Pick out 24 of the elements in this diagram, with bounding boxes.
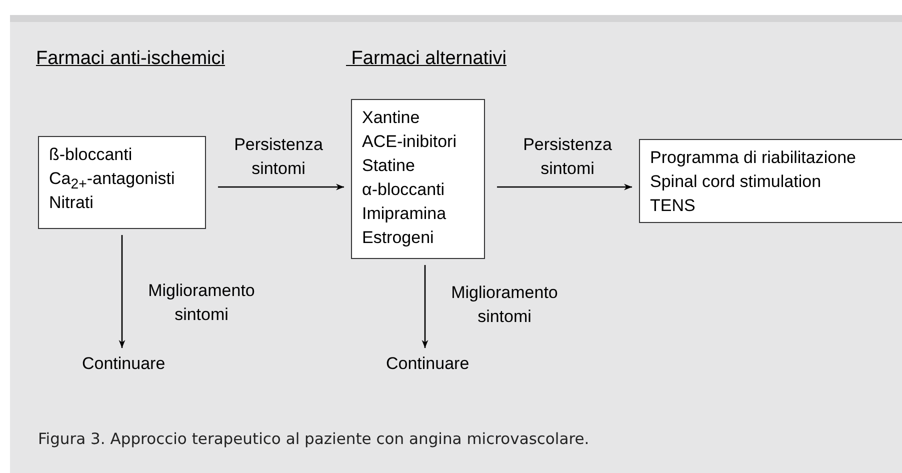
list-item: Estrogeni <box>362 227 435 249</box>
arrow <box>422 265 428 348</box>
arrow <box>218 184 344 190</box>
list-item: TENS <box>650 195 696 217</box>
list-item: Xantine <box>362 107 421 129</box>
figure-caption: Figura 3. Approccio terapeutico al paziente con angina microvascolare. <box>38 430 590 448</box>
list-item: ß-bloccanti <box>49 144 134 166</box>
process-box <box>639 139 902 223</box>
list-item: Statine <box>362 155 416 177</box>
list-item: ACE-inibitori <box>362 131 458 153</box>
outcome-text: Continuare <box>82 354 166 373</box>
list-item: Nitrati <box>49 192 94 214</box>
list-item: Imipramina <box>362 203 448 225</box>
list-item: Ca$_{2+}$-antagonisti <box>49 168 176 191</box>
column-heading: Farmaci anti-ischemici <box>36 48 225 70</box>
list-item: Spinal cord stimulation <box>650 171 822 193</box>
outcome-text: Continuare <box>386 354 470 373</box>
list-item: α-bloccanti <box>362 179 446 201</box>
arrow <box>497 184 632 190</box>
process-box <box>351 99 485 259</box>
process-box <box>38 136 206 229</box>
arrow <box>118 235 126 348</box>
column-heading: Farmaci alternativi <box>350 48 506 70</box>
list-item: Programma di riabilitazione <box>650 147 857 169</box>
